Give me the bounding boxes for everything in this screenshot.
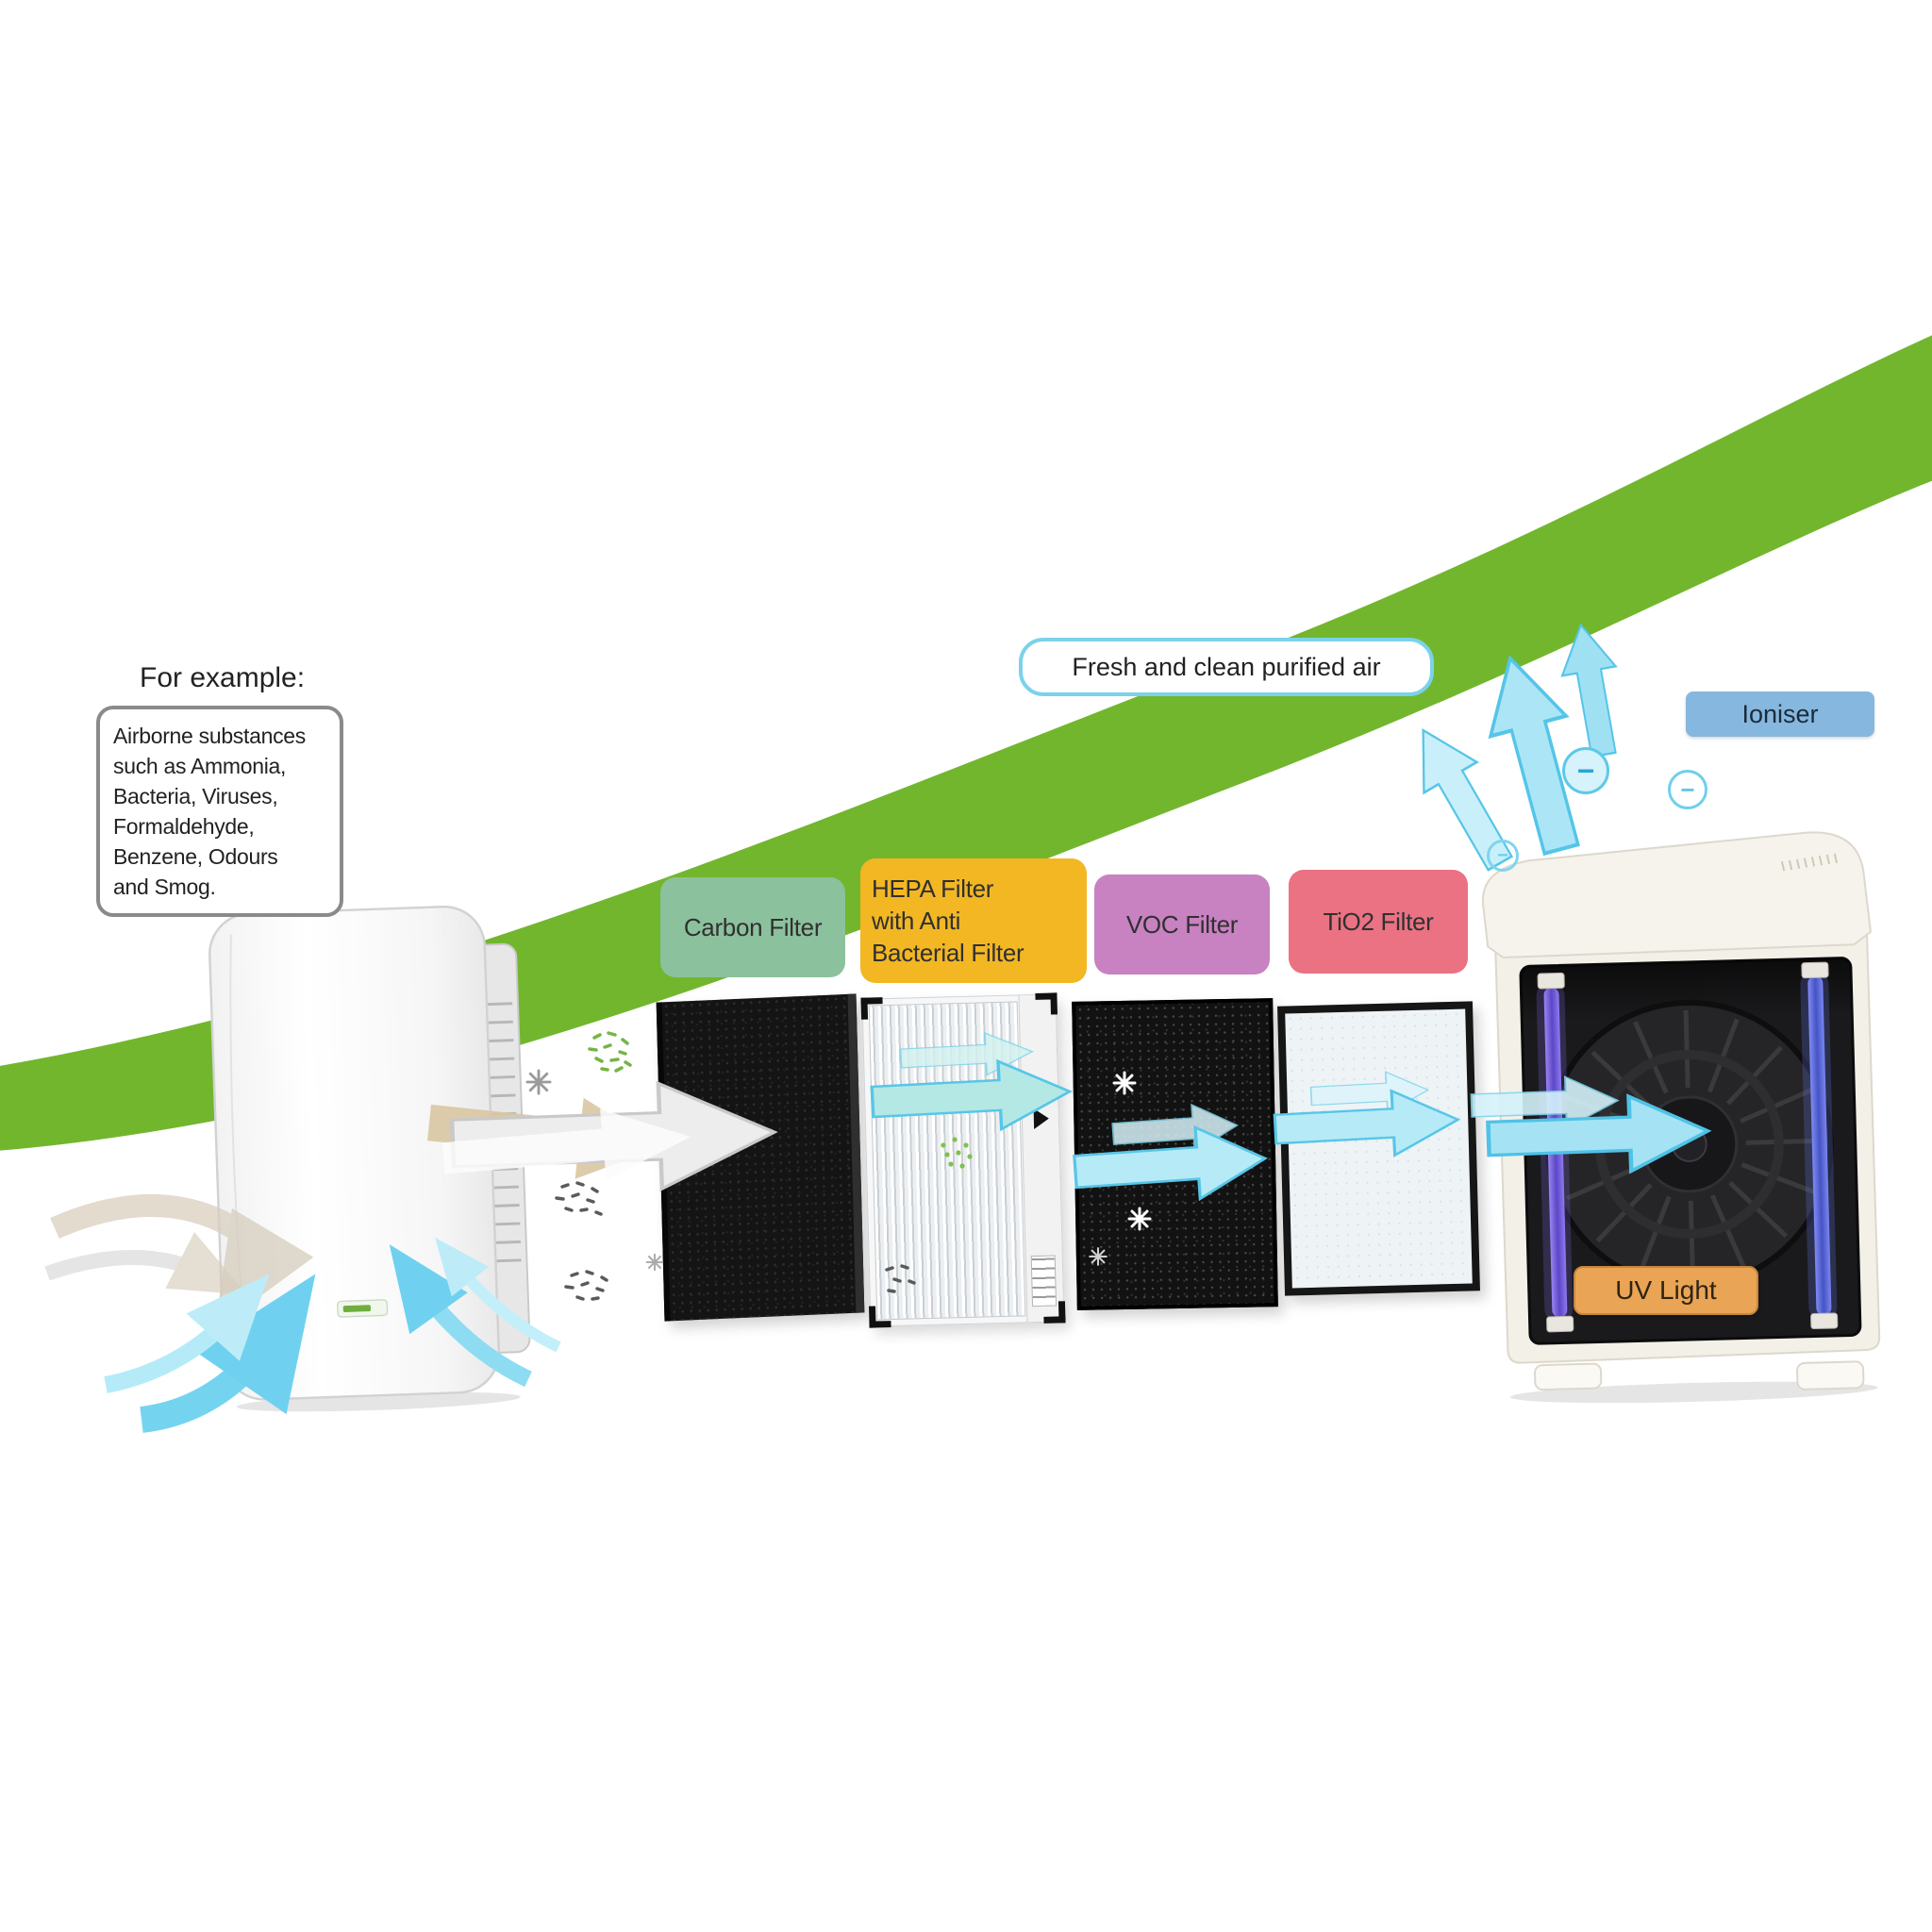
hepa-filter-label: HEPA Filter with Anti Bacterial Filter — [860, 858, 1087, 983]
for-example-caption: For example: — [140, 662, 306, 693]
hepa-side-frame — [1018, 994, 1064, 1323]
fresh-air-callout: Fresh and clean purified air — [1019, 638, 1434, 696]
voc-filter-panel — [1072, 998, 1278, 1310]
purifier-front-panel — [208, 906, 501, 1401]
fan-icon — [1544, 999, 1834, 1289]
hepa-corner-bracket — [860, 997, 884, 1020]
negative-ion-icon: − — [1487, 840, 1519, 872]
hepa-spec-sticker — [1030, 1255, 1058, 1307]
ioniser-label-text: Ioniser — [1741, 699, 1819, 728]
uv-light-label: UV Light — [1574, 1266, 1758, 1315]
ioniser-label: Ioniser — [1686, 691, 1874, 737]
open-unit-top-lid — [1481, 831, 1872, 959]
hepa-corner-bracket — [1035, 992, 1058, 1015]
uv-light-label-text: UV Light — [1615, 1275, 1717, 1305]
hepa-corner-bracket — [1042, 1301, 1066, 1324]
air-purifier-closed-unit — [208, 906, 531, 1412]
brand-logo — [337, 1299, 389, 1318]
airflow-direction-sticker-icon — [1033, 1108, 1050, 1130]
hepa-pleated-media — [868, 1001, 1026, 1321]
tio2-filter-label: TiO2 Filter — [1289, 870, 1468, 974]
tio2-filter-label-text: TiO2 Filter — [1323, 907, 1434, 936]
airborne-substances-box: Airborne substances such as Ammonia, Bac… — [96, 706, 343, 917]
negative-ion-icon: − — [1562, 747, 1609, 794]
voc-filter-label-text: VOC Filter — [1125, 909, 1239, 939]
hepa-corner-bracket — [869, 1306, 891, 1328]
air-purifier-open-unit — [1481, 831, 1881, 1404]
negative-ion-icon: − — [1668, 770, 1707, 809]
open-unit-shadow — [1509, 1381, 1878, 1404]
fresh-air-label: Fresh and clean purified air — [1072, 652, 1381, 681]
carbon-filter-panel — [656, 993, 865, 1322]
hepa-filter-panel — [860, 992, 1066, 1328]
tio2-filter-panel — [1277, 1001, 1480, 1296]
open-unit-feet — [1534, 1360, 1865, 1391]
carbon-filter-label: Carbon Filter — [660, 877, 845, 977]
hepa-filter-label-text: HEPA Filter with Anti Bacterial Filter — [872, 874, 1024, 967]
voc-filter-label: VOC Filter — [1094, 874, 1270, 974]
pollutant-particles-green — [588, 1031, 632, 1073]
carbon-filter-label-text: Carbon Filter — [683, 912, 823, 941]
